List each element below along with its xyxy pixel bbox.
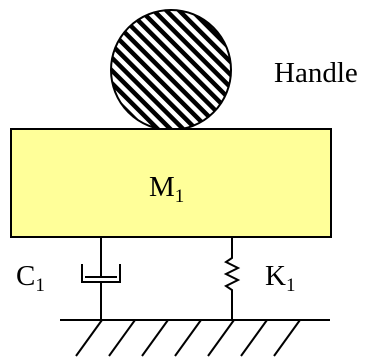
mass-symbol: M — [149, 171, 175, 203]
damper-subscript: 1 — [35, 275, 45, 296]
spring-label: K1 — [265, 260, 295, 296]
damper — [81, 237, 121, 320]
spring-symbol: K — [265, 260, 286, 292]
damper-label: C1 — [16, 260, 45, 296]
spring-subscript: 1 — [286, 275, 296, 296]
ground — [60, 319, 330, 357]
spring — [223, 237, 241, 320]
mass-subscript: 1 — [175, 186, 185, 207]
damper-symbol: C — [16, 260, 35, 292]
mass-block — [10, 128, 332, 238]
mass-label: M1 — [149, 171, 184, 207]
handle-label: Handle — [274, 57, 358, 89]
handle-ball — [110, 9, 232, 131]
